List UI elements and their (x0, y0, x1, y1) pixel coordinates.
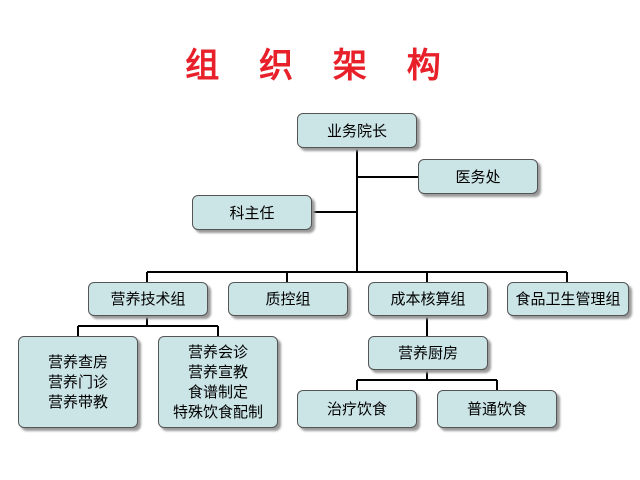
node-consult-group: 营养会诊 营养宣教 食谱制定 特殊饮食配制 (158, 336, 278, 428)
node-line: 营养带教 (47, 393, 108, 411)
node-line: 营养会诊 (187, 343, 248, 361)
node-line: 特殊饮食配制 (172, 403, 263, 421)
node-regular-diet: 普通饮食 (437, 390, 557, 428)
node-line: 营养查房 (47, 353, 108, 371)
node-kitchen: 营养厨房 (368, 336, 488, 370)
node-food-hygiene: 食品卫生管理组 (507, 282, 629, 316)
node-line: 营养门诊 (47, 373, 108, 391)
node-director: 科主任 (192, 195, 312, 230)
node-cost-accounting: 成本核算组 (368, 282, 488, 316)
node-line: 食谱制定 (187, 383, 248, 401)
node-therapeutic-diet: 治疗饮食 (297, 390, 417, 428)
page-title: 组 织 架 构 (185, 46, 455, 86)
node-rounds-group: 营养查房 营养门诊 营养带教 (18, 336, 138, 428)
node-nutrition-tech: 营养技术组 (88, 282, 208, 316)
node-quality: 质控组 (228, 282, 348, 316)
node-line: 营养宣教 (187, 363, 248, 381)
node-vp: 业务院长 (297, 113, 417, 148)
node-medical-office: 医务处 (418, 159, 538, 194)
